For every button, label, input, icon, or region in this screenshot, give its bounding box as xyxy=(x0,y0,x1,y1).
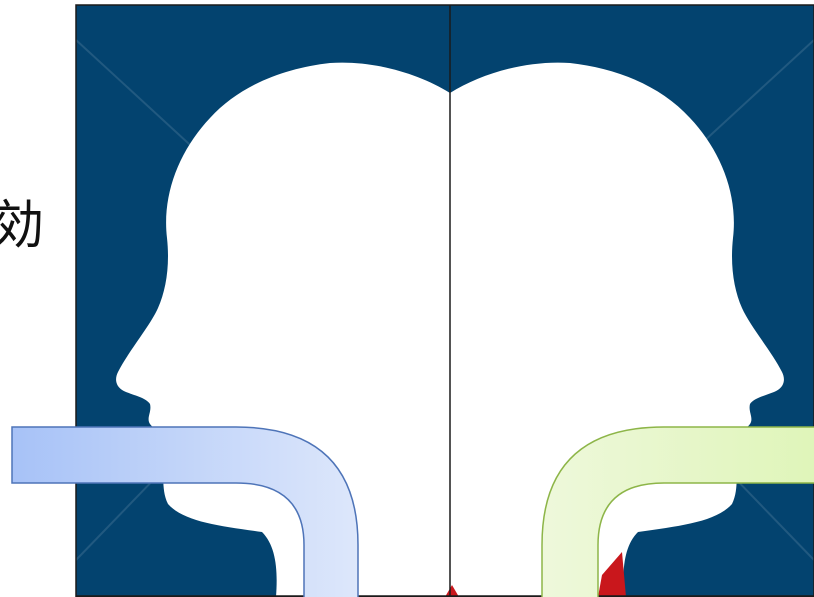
two-heads-illustration xyxy=(0,0,814,597)
